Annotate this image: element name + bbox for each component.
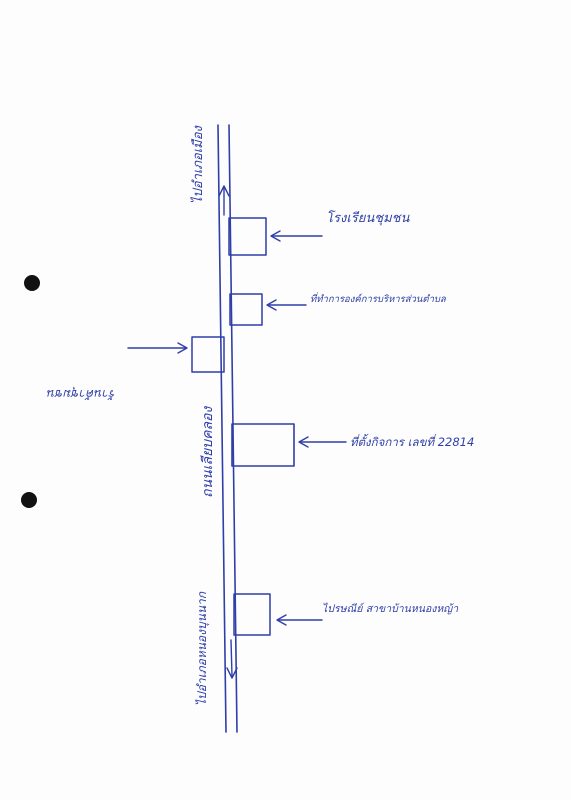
building-shop bbox=[191, 336, 225, 373]
binder-hole-top bbox=[24, 275, 40, 291]
road-line-right bbox=[228, 124, 238, 733]
pointer-arrow-shop bbox=[127, 342, 188, 354]
building-target-site bbox=[231, 423, 295, 467]
pointer-arrow-school bbox=[270, 230, 323, 242]
building-school bbox=[228, 217, 267, 256]
building-post-office bbox=[233, 593, 271, 636]
arrow-up-icon bbox=[218, 185, 230, 216]
pointer-arrow-post-office bbox=[276, 614, 323, 626]
binder-hole-bottom bbox=[21, 492, 37, 508]
road-line-left bbox=[217, 124, 227, 733]
place-label-post-office: ไปรษณีย์ สาขาบ้านหนองหญ้า bbox=[322, 602, 459, 615]
place-label-shop: ร้านค้าชุมชน bbox=[47, 386, 116, 401]
place-label-school: โรงเรียนชุมชน bbox=[326, 210, 410, 226]
direction-bottom-label: ไปอำเภอหนองบุนนาก bbox=[195, 591, 210, 706]
place-label-office: ที่ทำการองค์การบริหารส่วนตำบล bbox=[310, 292, 447, 305]
arrow-down-icon bbox=[226, 639, 238, 679]
place-label-target-site: ที่ตั้งกิจการ เลขที่ 22814 bbox=[350, 433, 474, 449]
building-office bbox=[229, 293, 263, 326]
direction-top-label: ไปอำเภอเมือง bbox=[190, 124, 206, 204]
pointer-arrow-target-site bbox=[298, 436, 347, 448]
pointer-arrow-office bbox=[266, 299, 307, 311]
road-name-label: ถนนเลียบคลอง bbox=[200, 406, 216, 498]
